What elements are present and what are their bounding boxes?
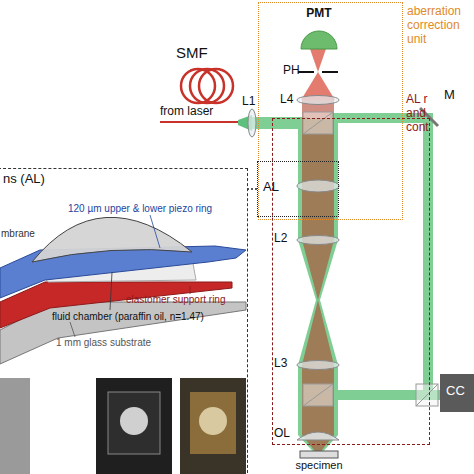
beam-splitter [303,112,333,134]
beam-splitter [303,384,333,406]
fiber-coil [199,69,233,103]
part-label: L2 [274,232,287,246]
part-label: fluid chamber (paraffin oil, n=1.47) [52,311,204,323]
detector-symbol: PMT [297,5,341,49]
beam-splitter [416,384,438,406]
part-label: mbrane [1,228,35,240]
part-label: OL [274,427,290,441]
leader-line [150,215,160,248]
node-label: specimen [284,459,354,472]
leader-line [70,322,75,337]
leader-line [248,188,257,190]
part-label: elastomer support ring [126,294,226,306]
objective-symbol [297,432,339,440]
photo-detail [190,392,236,454]
lens-symbol [297,96,339,105]
photo-detail [199,407,227,435]
membrane [32,217,192,262]
lens-symbol [297,236,339,245]
pmt-dome [301,31,337,49]
fiber-coil [190,69,224,103]
part-label: L3 [274,357,287,371]
node-label: ns (AL) [3,172,83,187]
pinhole-symbol [322,71,338,73]
beam-splitter [303,112,333,134]
photo [180,378,246,474]
part-label: SMF [176,44,208,61]
specimen-slide [300,451,338,458]
fiber-line [160,121,238,123]
node-label: AL [263,180,293,195]
leader-line [110,272,112,310]
green-beam [423,113,433,400]
photo [96,378,172,474]
lens-symbol [248,109,256,137]
leader-line [190,286,191,294]
photo-detail [120,407,148,435]
specimen-box: specimen [284,450,354,474]
photo-detail [108,392,160,454]
piezo-ring [0,246,246,298]
photo [0,378,30,474]
node-label: CC [446,384,474,399]
node-label: PMT [297,7,341,21]
part-label: M [444,88,455,103]
component-box: AL [257,161,339,217]
part-label: from laser [160,105,213,119]
lens-symbol [297,361,339,370]
part-label: L4 [280,93,293,107]
part-label: L1 [242,95,255,109]
lens-symbol [297,180,339,192]
part-label: PH [283,64,300,78]
node-label: aberration correction unit [407,5,469,46]
beam-splitter [416,384,438,406]
node-label: AL r and cont [406,93,438,134]
region-box: AL r and cont [272,118,430,445]
part-label: 120 µm upper & lower piezo ring [68,203,212,215]
red-beam [309,46,327,72]
red-beam [302,100,334,455]
part-label: 1 mm glass substrate [56,337,151,349]
camera-box: CC [440,374,474,412]
region-box: aberration correction unitPMTAL [258,2,403,220]
beam-splitter [303,384,333,406]
elastomer-ring [0,282,232,328]
pinhole-symbol [298,71,314,73]
